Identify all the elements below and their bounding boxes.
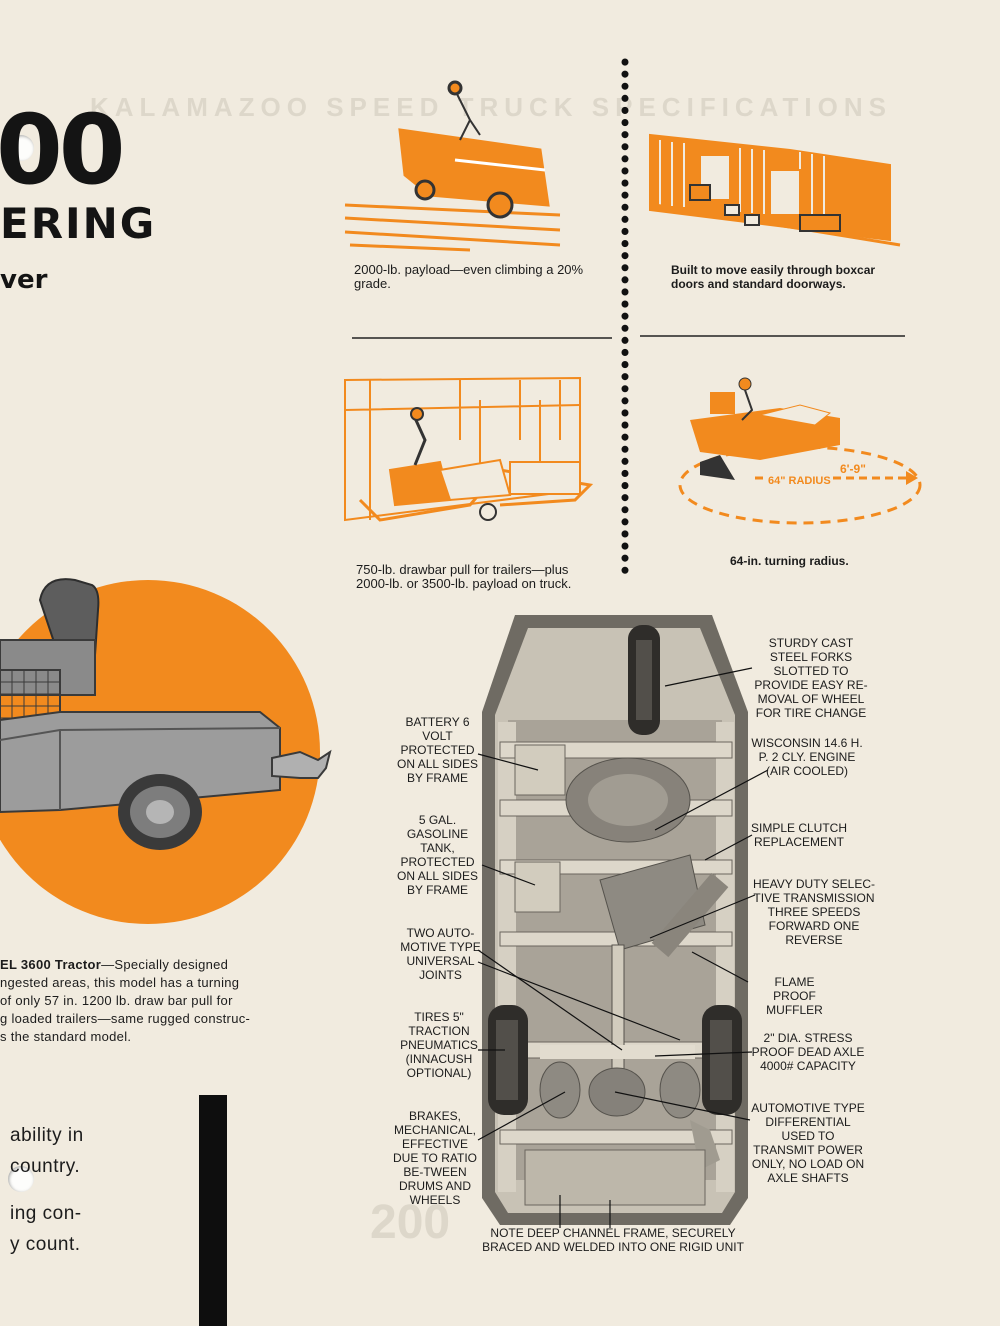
drawbar-illustration <box>344 376 594 522</box>
binder-hole-bottom <box>8 1166 34 1192</box>
callout-muffler: FLAME PROOF MUFFLER <box>766 975 823 1017</box>
description-line-1: —Specially designed <box>101 957 229 972</box>
length-label: 6'-9" <box>840 462 866 476</box>
chassis-photo <box>482 615 748 1225</box>
slogan-line-3: ing con- <box>10 1203 82 1224</box>
boxcar-caption: Built to move easily through boxcar door… <box>671 263 876 291</box>
boxcar-illustration <box>649 133 901 247</box>
callout-transmission: HEAVY DUTY SELEC-TIVE TRANSMISSION THREE… <box>752 877 876 947</box>
callout-tank: 5 GAL. GASOLINE TANK, PROTECTED ON ALL S… <box>397 813 478 897</box>
callout-brakes: BRAKES, MECHANICAL, EFFECTIVE DUE TO RAT… <box>392 1109 477 1207</box>
tractor-description: EL 3600 Tractor—Specially designed ngest… <box>0 956 270 1046</box>
slogan-line-4: y count. <box>10 1234 81 1255</box>
turning-radius-illustration <box>678 377 922 525</box>
description-line-2: ngested areas, this model has a turning <box>0 975 240 990</box>
callout-engine: WISCONSIN 14.6 H. P. 2 CLY. ENGINE (AIR … <box>751 736 863 778</box>
model-name: EL 3600 Tractor <box>0 957 102 972</box>
show-through-logo: 200 <box>370 1196 451 1249</box>
callout-forks: STURDY CAST STEEL FORKS SLOTTED TO PROVI… <box>754 636 868 720</box>
callout-clutch: SIMPLE CLUTCH REPLACEMENT <box>750 821 848 849</box>
callout-axle: 2" DIA. STRESS PROOF DEAD AXLE 4000# CAP… <box>751 1031 865 1073</box>
drawbar-caption: 750-lb. drawbar pull for trailers—plus 2… <box>356 562 572 591</box>
black-bar <box>199 1095 227 1326</box>
grade-caption: 2000-lb. payload—even climbing a 20% gra… <box>354 262 584 291</box>
slogan-line-2: country. <box>10 1156 81 1177</box>
page-tagline-fragment: ver <box>0 265 48 295</box>
page-title-fragment: 00 <box>0 94 126 206</box>
page-subtitle-fragment: ERING <box>0 199 157 248</box>
grade-illustration <box>344 80 561 252</box>
callout-differential: AUTOMOTIVE TYPE DIFFERENTIAL USED TO TRA… <box>751 1101 865 1185</box>
callout-frame: NOTE DEEP CHANNEL FRAME, SECURELY BRACED… <box>482 1226 744 1254</box>
description-line-4: g loaded trailers—same rugged construc- <box>0 1011 251 1026</box>
description-line-5: s the standard model. <box>0 1029 132 1044</box>
radius-label: 64" RADIUS <box>766 475 833 487</box>
slogan-line-1: ability in <box>10 1125 84 1146</box>
show-through-heading: KALAMAZOO SPEED TRUCK SPECIFICATIONS <box>90 92 892 122</box>
callout-leaders <box>477 667 769 1228</box>
description-line-3: of only 57 in. 1200 lb. draw bar pull fo… <box>0 993 233 1008</box>
callout-battery: BATTERY 6 VOLT PROTECTED ON ALL SIDES BY… <box>397 715 478 785</box>
turning-caption: 64-in. turning radius. <box>730 554 849 568</box>
callout-joints: TWO AUTO-MOTIVE TYPE UNIVERSAL JOINTS <box>400 926 481 982</box>
binder-hole-top <box>8 135 34 161</box>
callout-tires: TIRES 5" TRACTION PNEUMATICS (INNACUSH O… <box>400 1010 478 1080</box>
tractor-photo <box>0 578 332 924</box>
